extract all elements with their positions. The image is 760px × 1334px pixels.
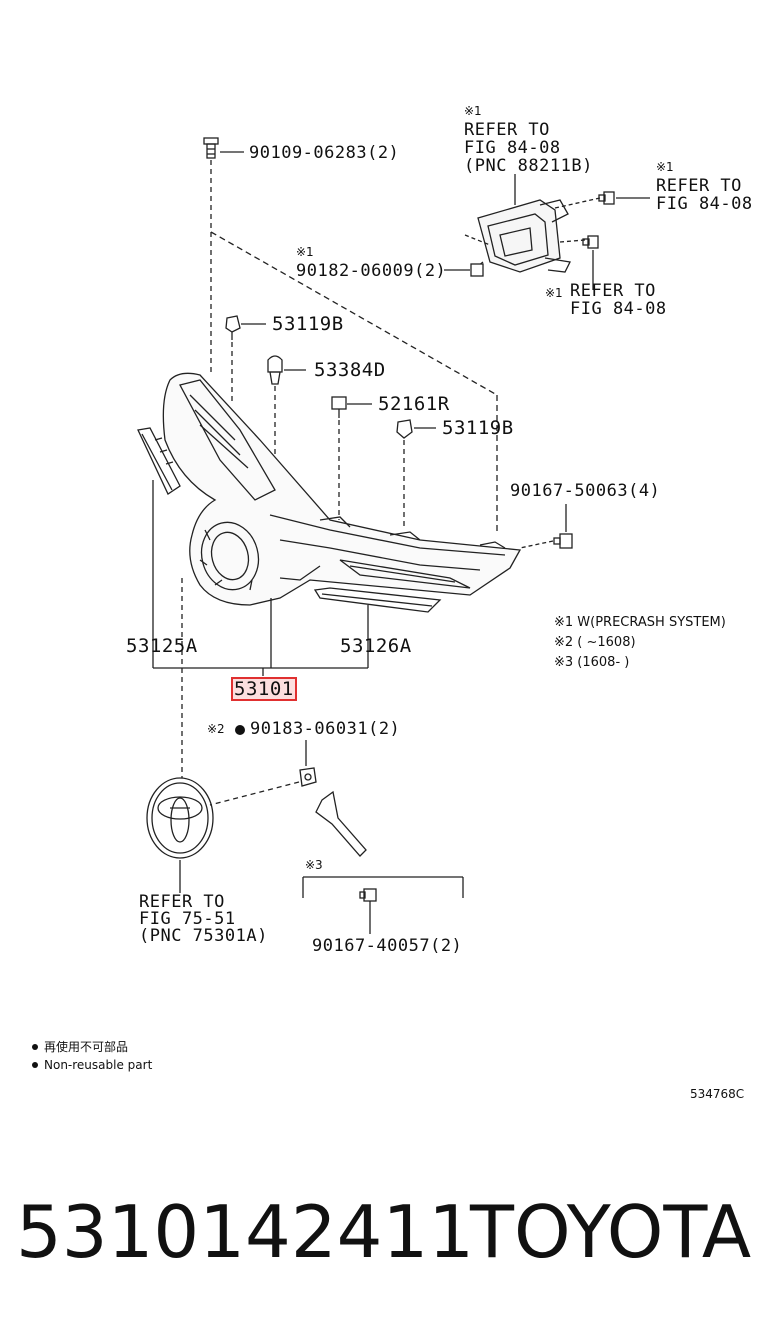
- ref-mark-1: ※1: [464, 104, 482, 118]
- part-label-90167-50063[interactable]: 90167-50063(4): [510, 481, 661, 501]
- footer-brand: TOYOTA: [470, 1190, 752, 1274]
- clip-nut-icon: [299, 767, 317, 787]
- non-reusable-mark-icon: [32, 1062, 38, 1068]
- clip-icon: [396, 419, 413, 439]
- part-label-53119B[interactable]: 53119B: [442, 417, 514, 439]
- part-label-53119B[interactable]: 53119B: [272, 313, 344, 335]
- part-label-53126A[interactable]: 53126A: [340, 635, 412, 657]
- ref-mark-1: ※1: [296, 245, 314, 259]
- grille-moulding-left-icon: [137, 427, 181, 495]
- part-label-52161R[interactable]: 52161R: [378, 393, 450, 415]
- part-label-53101-selected[interactable]: 53101: [231, 677, 297, 701]
- note-jp: 再使用不可部品: [44, 1040, 129, 1054]
- ref-line: REFER TO: [656, 176, 742, 196]
- ref-mark-3: ※3: [305, 858, 323, 872]
- radiator-grille-icon: [162, 372, 522, 606]
- legend-note-3: ※3 (1608- ): [554, 655, 630, 670]
- part-label-90167-40057[interactable]: 90167-40057(2): [312, 936, 463, 956]
- bolt-icon: [582, 235, 599, 249]
- toyota-emblem-icon: [146, 777, 214, 859]
- footer-part-number: 5310142411: [16, 1190, 475, 1274]
- non-reusable-mark-icon: [32, 1044, 38, 1050]
- retainer-icon: [331, 396, 347, 418]
- ref-mark-2: ※2: [207, 722, 225, 736]
- bolt-icon: [203, 137, 219, 159]
- ref-line: (PNC 88211B): [464, 156, 593, 176]
- part-label-53384D[interactable]: 53384D: [314, 359, 386, 381]
- screw-icon: [553, 533, 573, 549]
- bolt-icon: [598, 191, 615, 205]
- front-arrow-icon: [315, 790, 367, 857]
- part-label-90109[interactable]: 90109-06283(2): [249, 143, 400, 163]
- non-reusable-mark-icon: [235, 725, 245, 735]
- legend-note-2: ※2 ( ~1608): [554, 635, 636, 650]
- ref-line: REFER TO: [570, 281, 656, 301]
- grille-moulding-lower-icon: [313, 587, 442, 613]
- ref-line: FIG 84-08: [464, 138, 561, 158]
- clip-icon: [267, 355, 283, 385]
- note-en: Non-reusable part: [44, 1058, 153, 1072]
- clip-icon: [225, 315, 241, 340]
- legend-note-1: ※1 W(PRECRASH SYSTEM): [554, 615, 726, 630]
- screw-icon: [359, 888, 377, 910]
- ref-mark-1: ※1: [545, 286, 563, 300]
- ref-line: (PNC 75301A): [139, 926, 268, 946]
- part-label-90182[interactable]: 90182-06009(2): [296, 261, 447, 281]
- ref-line: FIG 84-08: [656, 194, 753, 214]
- ref-mark-1: ※1: [656, 160, 674, 174]
- nut-icon: [470, 263, 484, 277]
- diagram-id: 534768C: [690, 1087, 745, 1101]
- ref-line: FIG 84-08: [570, 299, 667, 319]
- part-label-53125A[interactable]: 53125A: [126, 635, 198, 657]
- ref-line: REFER TO: [464, 120, 550, 140]
- part-label-90183[interactable]: 90183-06031(2): [250, 719, 401, 739]
- sensor-bracket-icon: [464, 197, 601, 273]
- ref-line: REFER TO: [139, 892, 225, 912]
- ref-line: FIG 75-51: [139, 909, 236, 929]
